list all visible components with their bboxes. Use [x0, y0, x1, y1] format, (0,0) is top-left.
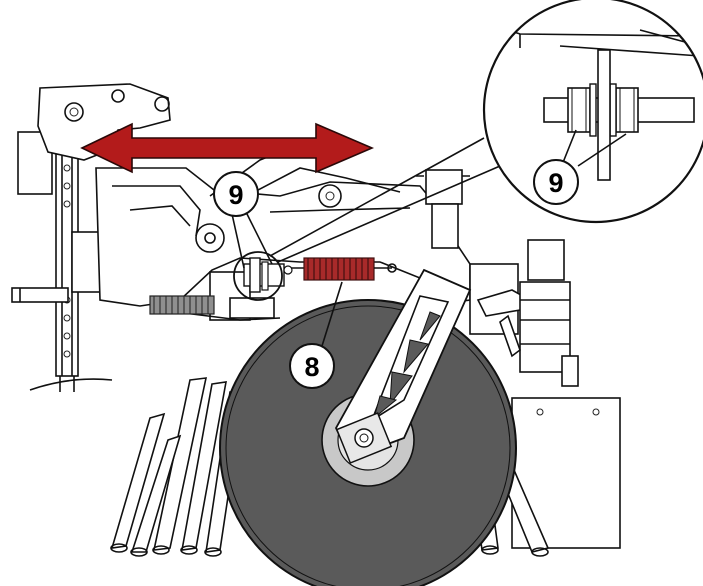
- callout-9-detail-label: 9: [548, 168, 563, 198]
- callout-9-main-label: 9: [228, 180, 243, 210]
- detail-source-circle: [233, 251, 283, 301]
- main-body-frame: [95, 139, 471, 321]
- callout-8-label: 8: [304, 352, 319, 382]
- callout-9-detail: 9: [533, 129, 627, 205]
- callout-9-main: 9: [213, 171, 273, 269]
- adjuster-bolt-assembly: [243, 257, 293, 293]
- down-pressure-spring: [286, 257, 397, 281]
- double-headed-arrow-icon: [80, 122, 375, 174]
- bolt-detail-inset: [482, 0, 703, 224]
- lower-coil-spring: [149, 295, 215, 315]
- gauge-wheel-arm: [334, 268, 472, 464]
- callout-8: 8: [289, 281, 343, 389]
